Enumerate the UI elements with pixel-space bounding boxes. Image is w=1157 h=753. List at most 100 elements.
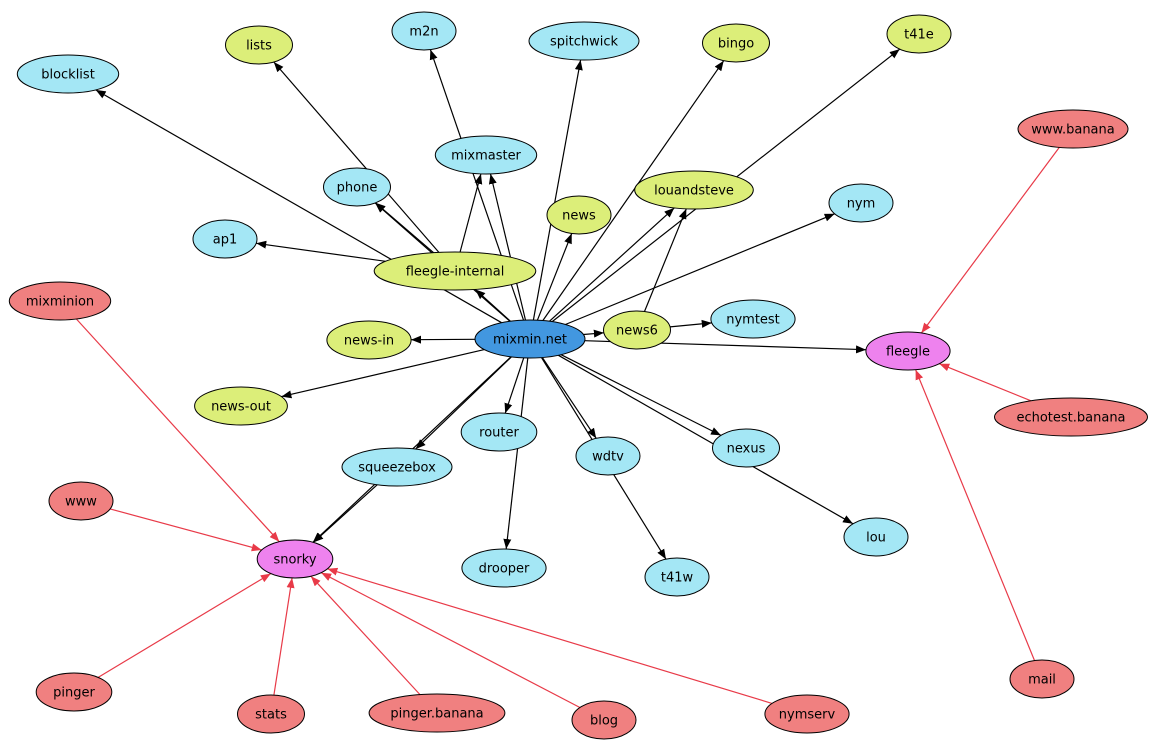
edge-mixmin.net-to-louandsteve — [549, 207, 675, 322]
node-m2n: m2n — [391, 11, 457, 51]
node-ellipse-louandsteve — [634, 170, 754, 210]
node-mixmin.net: mixmin.net — [474, 319, 586, 359]
node-ellipse-nexus — [712, 428, 780, 468]
node-squeezebox: squeezebox — [341, 447, 453, 487]
edge-mixmin.net-to-news — [536, 233, 573, 321]
node-t41e: t41e — [886, 14, 952, 54]
node-ellipse-lou — [843, 517, 909, 557]
node-ellipse-mixminion — [8, 281, 112, 321]
edge-pinger-to-snorky — [97, 573, 272, 678]
node-spitchwick: spitchwick — [528, 21, 640, 61]
node-blog: blog — [571, 700, 637, 740]
node-ellipse-mail — [1009, 659, 1075, 699]
node-ellipse-news-in — [326, 320, 412, 360]
edge-mixmin.net-to-lou — [558, 354, 854, 525]
node-news: news — [546, 195, 612, 235]
node-ellipse-news-out — [194, 386, 288, 426]
edge-mixmin.net-to-router — [504, 357, 525, 414]
edge-mixmin.net-to-squeezebox — [415, 356, 512, 450]
node-ellipse-fleegle — [865, 331, 951, 371]
node-lou: lou — [843, 517, 909, 557]
node-ellipse-pinger — [35, 672, 113, 712]
node-blocklist: blocklist — [16, 54, 120, 94]
node-news6: news6 — [603, 310, 671, 350]
edge-fleegle-internal-to-phone — [375, 202, 434, 254]
node-ellipse-drooper — [461, 548, 547, 588]
edge-fleegle-internal-to-ap1 — [256, 240, 386, 262]
node-ellipse-m2n — [391, 11, 457, 51]
node-pinger.banana: pinger.banana — [368, 693, 506, 733]
node-lists: lists — [225, 25, 293, 65]
edge-stats-to-snorky — [273, 577, 295, 696]
node-snorky: snorky — [256, 539, 334, 579]
node-ellipse-squeezebox — [341, 447, 453, 487]
edge-mixmin.net-to-news-out — [281, 349, 485, 399]
edge-www.banana-to-fleegle — [920, 147, 1060, 334]
node-ellipse-stats — [237, 694, 305, 734]
edge-pinger.banana-to-snorky — [310, 575, 421, 696]
node-news-out: news-out — [194, 386, 288, 426]
node-fleegle: fleegle — [865, 331, 951, 371]
node-ellipse-snorky — [256, 539, 334, 579]
node-ellipse-mixmin.net — [474, 319, 586, 359]
edge-fleegle-internal-to-mixmaster — [459, 173, 483, 253]
node-drooper: drooper — [461, 548, 547, 588]
edge-mixmin.net-to-nexus — [560, 354, 722, 436]
node-ellipse-news6 — [603, 310, 671, 350]
edge-mixmin.net-to-bingo — [542, 60, 725, 321]
node-mixminion: mixminion — [8, 281, 112, 321]
node-mixmaster: mixmaster — [434, 135, 538, 175]
node-nym: nym — [828, 183, 894, 223]
edge-news6-to-nymtest — [669, 319, 712, 328]
edge-mixmin.net-to-fleegle-internal — [474, 288, 511, 322]
node-ellipse-phone — [323, 167, 391, 207]
node-pinger: pinger — [35, 672, 113, 712]
node-ellipse-news — [546, 195, 612, 235]
node-phone: phone — [323, 167, 391, 207]
node-ellipse-blocklist — [16, 54, 120, 94]
node-news-in: news-in — [326, 320, 412, 360]
node-t41w: t41w — [644, 557, 710, 597]
edge-blog-to-snorky — [320, 572, 581, 709]
node-ellipse-echotest.banana — [994, 397, 1148, 437]
node-router: router — [460, 412, 538, 452]
node-fleegle-internal: fleegle-internal — [373, 251, 537, 291]
edge-nymserv-to-snorky — [327, 567, 773, 704]
edge-news6-to-louandsteve — [643, 208, 687, 312]
node-ellipse-ap1 — [192, 219, 258, 259]
node-bingo: bingo — [702, 23, 770, 63]
node-ellipse-fleegle-internal — [373, 251, 537, 291]
node-www.banana: www.banana — [1017, 109, 1129, 149]
edge-mixminion-to-snorky — [75, 318, 280, 543]
node-mail: mail — [1009, 659, 1075, 699]
edge-mixmin.net-to-nym — [565, 213, 835, 326]
node-ellipse-router — [460, 412, 538, 452]
node-echotest.banana: echotest.banana — [994, 397, 1148, 437]
node-louandsteve: louandsteve — [634, 170, 754, 210]
node-nymserv: nymserv — [764, 694, 850, 734]
edge-squeezebox-to-snorky — [312, 484, 378, 543]
node-www: www — [48, 481, 114, 521]
node-nymtest: nymtest — [710, 299, 796, 339]
node-wdtv: wdtv — [575, 436, 641, 476]
edge-www-to-snorky — [109, 508, 262, 552]
edge-mixmin.net-to-mixmaster — [488, 173, 527, 321]
edge-mixmin.net-to-news6 — [583, 329, 604, 338]
node-ellipse-www — [48, 481, 114, 521]
edge-echotest.banana-to-fleegle — [939, 363, 1032, 402]
node-ellipse-blog — [571, 700, 637, 740]
node-ellipse-mixmaster — [434, 135, 538, 175]
node-ellipse-spitchwick — [528, 21, 640, 61]
node-ellipse-lists — [225, 25, 293, 65]
node-nexus: nexus — [712, 428, 780, 468]
edge-mixmin.net-to-wdtv — [541, 357, 597, 439]
edge-mixmin.net-to-drooper — [503, 357, 529, 550]
node-ellipse-nym — [828, 183, 894, 223]
node-ellipse-nymtest — [710, 299, 796, 339]
node-ellipse-t41w — [644, 557, 710, 597]
edge-mixmin.net-to-spitchwick — [532, 59, 583, 321]
node-ellipse-pinger.banana — [368, 693, 506, 733]
node-ellipse-bingo — [702, 23, 770, 63]
